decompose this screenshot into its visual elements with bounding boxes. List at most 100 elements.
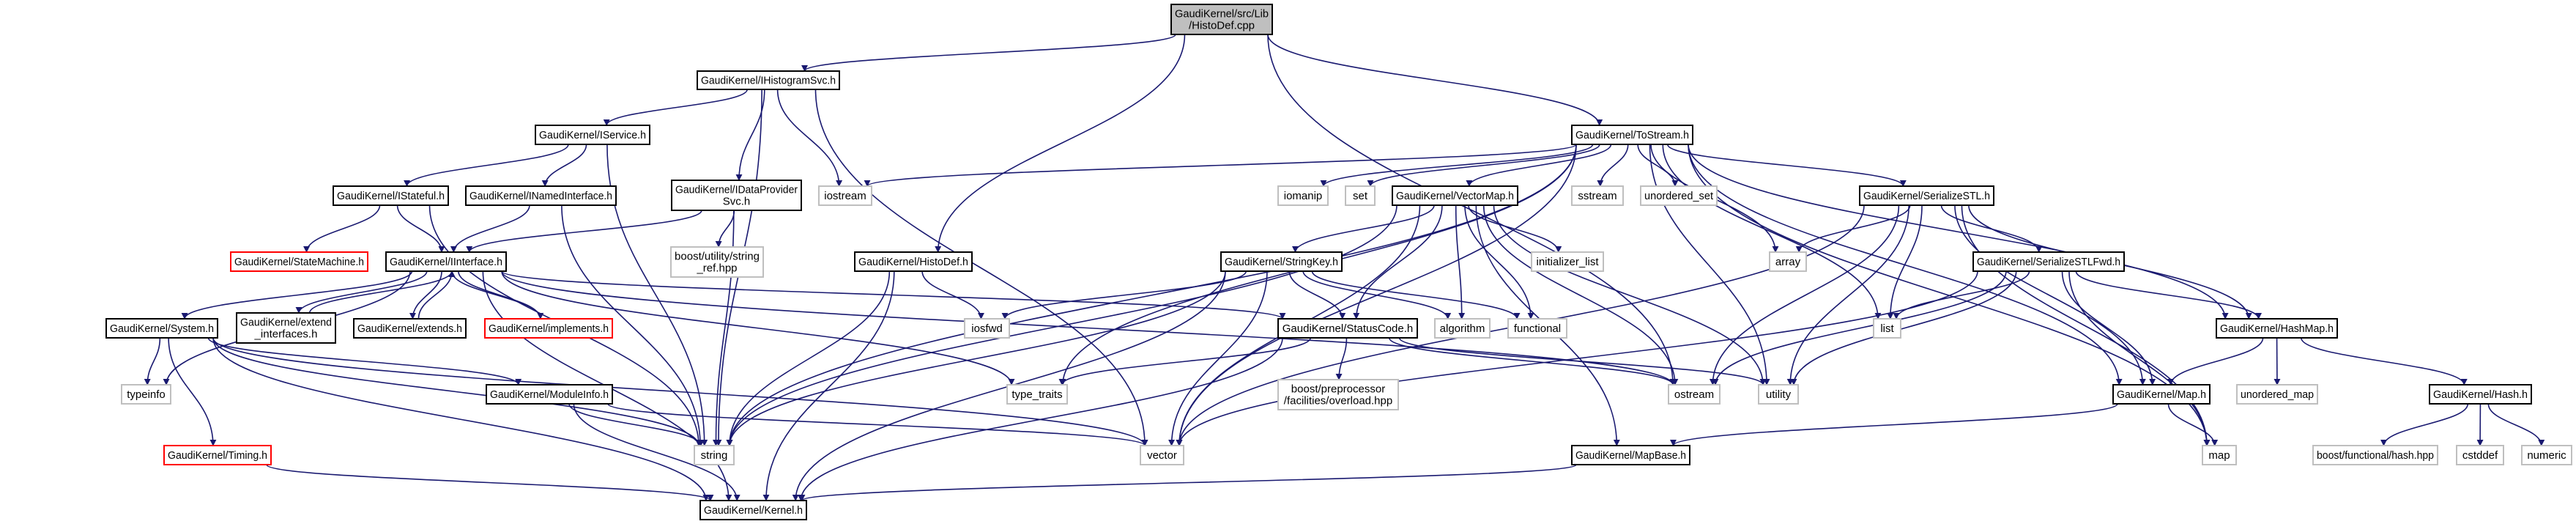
node-box: [964, 318, 1010, 339]
node-label: list: [1880, 322, 1894, 335]
node-extends[interactable]: GaudiKernel/extends.h: [353, 318, 467, 339]
edge-tostream-to-vectormap: [1466, 144, 1612, 187]
node-box: [1668, 384, 1721, 405]
node-istateful[interactable]: GaudiKernel/IStateful.h: [333, 185, 449, 206]
node-serstlfwd[interactable]: GaudiKernel/SerializeSTLFwd.h: [1972, 251, 2125, 272]
node-label: unordered_set: [1644, 190, 1714, 202]
node-utility[interactable]: utility: [1758, 384, 1799, 405]
node-string[interactable]: string: [694, 445, 735, 465]
edge-statuscode-to-utility: [1398, 337, 1767, 385]
edge-system-to-kernel: [212, 337, 710, 501]
node-vectormap[interactable]: GaudiKernel/VectorMap.h: [1392, 185, 1518, 206]
node-label: GaudiKernel/ToStream.h: [1575, 129, 1689, 141]
node-iinterface[interactable]: GaudiKernel/IInterface.h: [385, 251, 507, 272]
nodes-layer: GaudiKernel/src/Lib/HistoDef.cppGaudiKer…: [105, 4, 2572, 520]
node-map-h[interactable]: GaudiKernel/Map.h: [2112, 384, 2211, 405]
node-algorithm[interactable]: algorithm: [1434, 318, 1491, 339]
edge-iservice-to-istateful: [404, 144, 569, 187]
edge-vectormap-to-utility: [1493, 204, 1767, 385]
node-iservice[interactable]: GaudiKernel/IService.h: [535, 125, 650, 145]
node-tostream[interactable]: GaudiKernel/ToStream.h: [1571, 125, 1693, 145]
node-inamed[interactable]: GaudiKernel/INamedInterface.h: [465, 185, 617, 206]
node-extendif[interactable]: GaudiKernel/extend_interfaces.h: [236, 312, 336, 344]
node-list[interactable]: list: [1873, 318, 1901, 339]
node-label: iomanip: [1284, 190, 1323, 202]
node-numeric[interactable]: numeric: [2521, 445, 2572, 465]
node-ihist[interactable]: GaudiKernel/IHistogramSvc.h: [697, 70, 840, 90]
node-statuscode[interactable]: GaudiKernel/StatusCode.h: [1277, 318, 1418, 339]
node-histodefh[interactable]: GaudiKernel/HistoDef.h: [854, 251, 973, 272]
node-cstddef[interactable]: cstddef: [2456, 445, 2504, 465]
node-label: GaudiKernel/HashMap.h: [2220, 322, 2334, 335]
node-box: [2202, 445, 2237, 465]
edge-istateful-to-statemachine: [303, 204, 381, 253]
edge-tostream-to-iomanip: [1320, 144, 1594, 187]
node-iosfwd[interactable]: iosfwd: [964, 318, 1010, 339]
node-box: [484, 318, 613, 339]
node-label: ostream: [1674, 388, 1714, 401]
edge-istateful-to-iinterface: [396, 204, 445, 253]
node-box: [1571, 185, 1624, 206]
node-system[interactable]: GaudiKernel/System.h: [105, 318, 218, 339]
node-box: [1220, 251, 1343, 272]
node-serstl[interactable]: GaudiKernel/SerializeSTL.h: [1859, 185, 1994, 206]
node-box: [333, 185, 449, 206]
node-box: [1571, 445, 1690, 465]
node-boosthash[interactable]: boost/functional/hash.hpp: [2312, 445, 2438, 465]
node-initlist[interactable]: initializer_list: [1531, 251, 1604, 272]
node-label: GaudiKernel/HistoDef.h: [858, 256, 968, 268]
node-boostpp[interactable]: boost/preprocessor/facilities/overload.h…: [1277, 379, 1399, 410]
edge-system-to-moduleinfo: [207, 337, 522, 385]
edge-extends-to-iinterface: [417, 270, 456, 320]
node-label: map: [2208, 449, 2230, 462]
edge-moduleinfo-to-kernel: [573, 403, 740, 501]
node-box: [2112, 384, 2211, 405]
node-label: GaudiKernel/Timing.h: [168, 449, 267, 462]
node-label: set: [1353, 190, 1368, 202]
node-unordmap[interactable]: unordered_map: [2236, 384, 2318, 405]
node-functional[interactable]: functional: [1507, 318, 1567, 339]
node-array[interactable]: array: [1769, 251, 1807, 272]
node-typetraits[interactable]: type_traits: [1006, 384, 1068, 405]
edge-serstl-to-list: [1887, 204, 1923, 320]
node-hash[interactable]: GaudiKernel/Hash.h: [2429, 384, 2532, 405]
node-vector[interactable]: vector: [1140, 445, 1184, 465]
node-moduleinfo[interactable]: GaudiKernel/ModuleInfo.h: [486, 384, 613, 405]
node-mapbase[interactable]: GaudiKernel/MapBase.h: [1571, 445, 1690, 465]
node-set[interactable]: set: [1345, 185, 1376, 206]
edge-serstlfwd-to-list: [1893, 270, 2030, 320]
node-hashmap[interactable]: GaudiKernel/HashMap.h: [2216, 318, 2338, 339]
node-implements[interactable]: GaudiKernel/implements.h: [484, 318, 613, 339]
edge-mapbase-to-kernel: [798, 464, 1577, 501]
node-box: [699, 500, 807, 520]
node-box: [486, 384, 613, 405]
edge-tostream-to-list: [1662, 144, 1882, 320]
node-ostream[interactable]: ostream: [1668, 384, 1721, 405]
node-iomanip[interactable]: iomanip: [1277, 185, 1329, 206]
node-box: [1859, 185, 1994, 206]
node-timing[interactable]: GaudiKernel/Timing.h: [163, 445, 272, 465]
node-unordset[interactable]: unordered_set: [1640, 185, 1718, 206]
edge-iinterface-to-ostream: [501, 270, 1677, 385]
node-kernel[interactable]: GaudiKernel/Kernel.h: [699, 500, 807, 520]
node-stringkey[interactable]: GaudiKernel/StringKey.h: [1220, 251, 1343, 272]
node-stringref[interactable]: boost/utility/string_ref.hpp: [670, 246, 764, 278]
node-label: utility: [1766, 388, 1792, 401]
node-label: GaudiKernel/Map.h: [2117, 388, 2206, 401]
edge-idataprov-to-stringref: [715, 210, 735, 248]
node-statemachine[interactable]: GaudiKernel/StateMachine.h: [230, 251, 368, 272]
edge-statuscode-to-boostpp: [1335, 337, 1348, 380]
edge-iinterface-to-system: [181, 270, 413, 320]
node-box: [385, 251, 507, 272]
node-iostream[interactable]: iostream: [818, 185, 872, 206]
node-cpp[interactable]: GaudiKernel/src/Lib/HistoDef.cpp: [1170, 4, 1273, 35]
node-sstream[interactable]: sstream: [1571, 185, 1624, 206]
edge-vectormap-to-string: [726, 204, 1398, 446]
node-label: array: [1775, 256, 1801, 268]
node-label: GaudiKernel/INamedInterface.h: [469, 190, 612, 202]
node-typeinfo[interactable]: typeinfo: [121, 384, 171, 405]
node-label: type_traits: [1012, 388, 1062, 401]
node-map[interactable]: map: [2202, 445, 2237, 465]
